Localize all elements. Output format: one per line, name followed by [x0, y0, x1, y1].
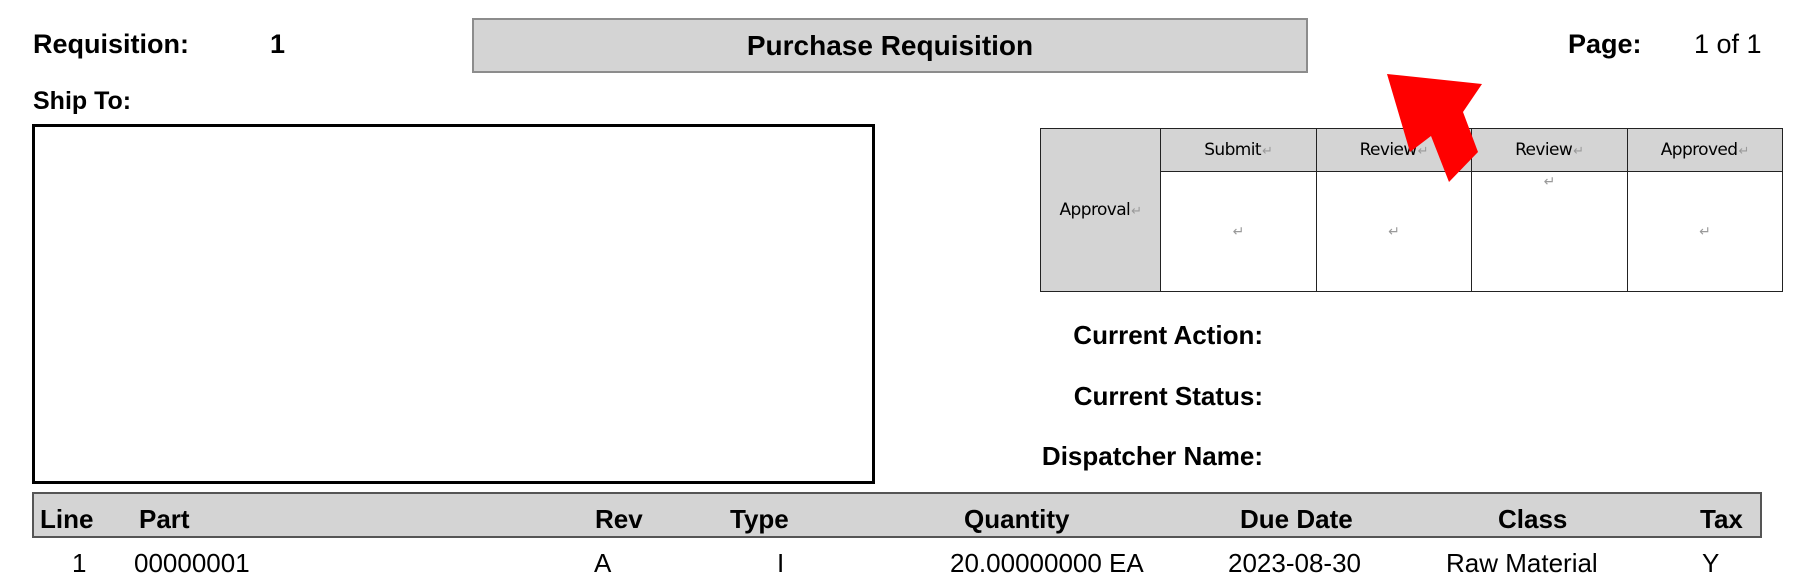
return-mark-icon: ↵: [1543, 174, 1556, 190]
col-header-rev: Rev: [595, 504, 643, 534]
ship-to-label: Ship To:: [33, 87, 132, 115]
approval-col-review-2: Review↵: [1471, 128, 1628, 172]
approval-table: Approval↵ Submit↵ Review↵ Review↵ Approv…: [1040, 128, 1783, 292]
return-mark-icon: ↵: [1232, 223, 1245, 240]
approval-col-approved: Approved↵: [1626, 128, 1783, 172]
return-mark-icon: ↵: [1417, 144, 1429, 159]
row-line: 1: [72, 548, 87, 578]
row-tax: Y: [1702, 548, 1720, 578]
col-header-tax: Tax: [1700, 504, 1743, 534]
page-value: 1 of 1: [1694, 29, 1762, 59]
approval-row-label: Approval↵: [1040, 128, 1161, 292]
return-mark-icon: ↵: [1388, 223, 1400, 240]
return-mark-icon: ↵: [1699, 223, 1711, 240]
requisition-number: 1: [270, 29, 286, 59]
col-header-line: Line: [40, 504, 94, 534]
row-rev: A: [594, 548, 612, 578]
col-header-type: Type: [730, 504, 789, 534]
col-header-class: Class: [1498, 504, 1568, 534]
current-status-label: Current Status:: [1073, 381, 1263, 411]
dispatcher-name-label: Dispatcher Name:: [1041, 441, 1263, 471]
line-items-header: Line Part Rev Type Quantity Due Date Cla…: [32, 492, 1762, 538]
col-header-quantity: Quantity: [964, 504, 1070, 534]
col-header-due-date: Due Date: [1240, 504, 1353, 534]
row-class: Raw Material: [1446, 548, 1598, 578]
approval-col-submit: Submit↵: [1160, 128, 1317, 172]
red-pointer-arrow-icon: [1387, 74, 1482, 182]
row-part: 00000001: [134, 548, 250, 578]
return-mark-icon: ↵: [1261, 144, 1273, 159]
requisition-label: Requisition:: [33, 29, 189, 59]
table-row: 1 00000001 A I 20.00000000 EA 2023-08-30…: [32, 548, 1762, 578]
approval-cell-submit[interactable]: ↵: [1160, 171, 1317, 292]
col-header-part: Part: [139, 504, 190, 534]
return-mark-icon: ↵: [1738, 144, 1749, 159]
return-mark-icon: ↵: [1573, 144, 1584, 159]
approval-cell-review-2[interactable]: ↵: [1471, 171, 1628, 292]
document-title: Purchase Requisition: [472, 18, 1308, 73]
ship-to-box[interactable]: [32, 124, 875, 484]
approval-cell-review-1[interactable]: ↵: [1315, 171, 1472, 292]
return-mark-icon: ↵: [1131, 204, 1142, 219]
page-label: Page:: [1568, 29, 1642, 59]
row-quantity: 20.00000000 EA: [950, 548, 1144, 578]
approval-cell-approved[interactable]: ↵: [1626, 171, 1783, 292]
row-due-date: 2023-08-30: [1228, 548, 1361, 578]
current-action-label: Current Action:: [1073, 320, 1263, 350]
row-type: I: [777, 548, 785, 578]
